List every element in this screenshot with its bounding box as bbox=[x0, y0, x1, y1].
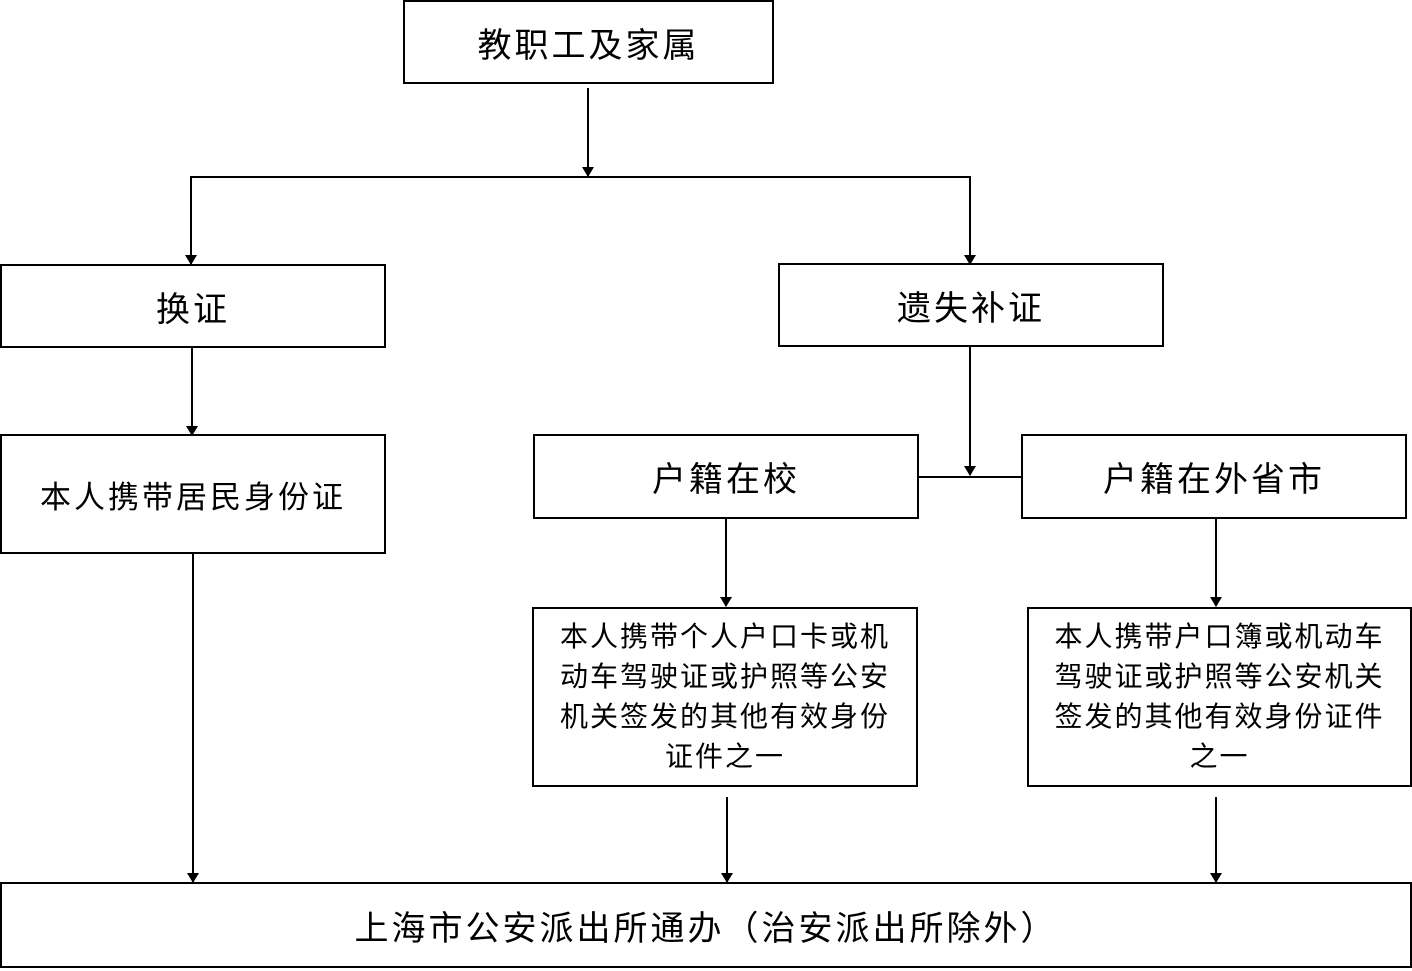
on-campus-label: 户籍在校 bbox=[652, 460, 800, 500]
destination-label: 上海市公安派出所通办（治安派出所除外） bbox=[354, 908, 1058, 949]
destination-node: 上海市公安派出所通办（治安派出所除外） bbox=[0, 882, 1412, 968]
renew-node: 换证 bbox=[0, 264, 386, 348]
other-province-label: 户籍在外省市 bbox=[1103, 460, 1325, 500]
id-card-requirement-label: 本人携带居民身份证 bbox=[40, 479, 346, 516]
root-node-label: 教职工及家属 bbox=[477, 25, 700, 66]
renew-node-label: 换证 bbox=[156, 289, 230, 330]
root-node: 教职工及家属 bbox=[403, 0, 774, 84]
on-campus-requirement-node: 本人携带个人户口卡或机动车驾驶证或护照等公安机关签发的其他有效身份证件之一 bbox=[532, 607, 918, 787]
on-campus-node: 户籍在校 bbox=[533, 434, 919, 519]
id-card-requirement-node: 本人携带居民身份证 bbox=[0, 434, 386, 554]
on-campus-requirement-label: 本人携带个人户口卡或机动车驾驶证或护照等公安机关签发的其他有效身份证件之一 bbox=[559, 620, 890, 773]
other-province-requirement-node: 本人携带户口簿或机动车驾驶证或护照等公安机关签发的其他有效身份证件之一 bbox=[1027, 607, 1412, 787]
lost-node-label: 遗失补证 bbox=[897, 288, 1045, 329]
lost-node: 遗失补证 bbox=[778, 263, 1164, 347]
other-province-requirement-label: 本人携带户口簿或机动车驾驶证或护照等公安机关签发的其他有效身份证件之一 bbox=[1054, 620, 1385, 773]
other-province-node: 户籍在外省市 bbox=[1021, 434, 1407, 519]
